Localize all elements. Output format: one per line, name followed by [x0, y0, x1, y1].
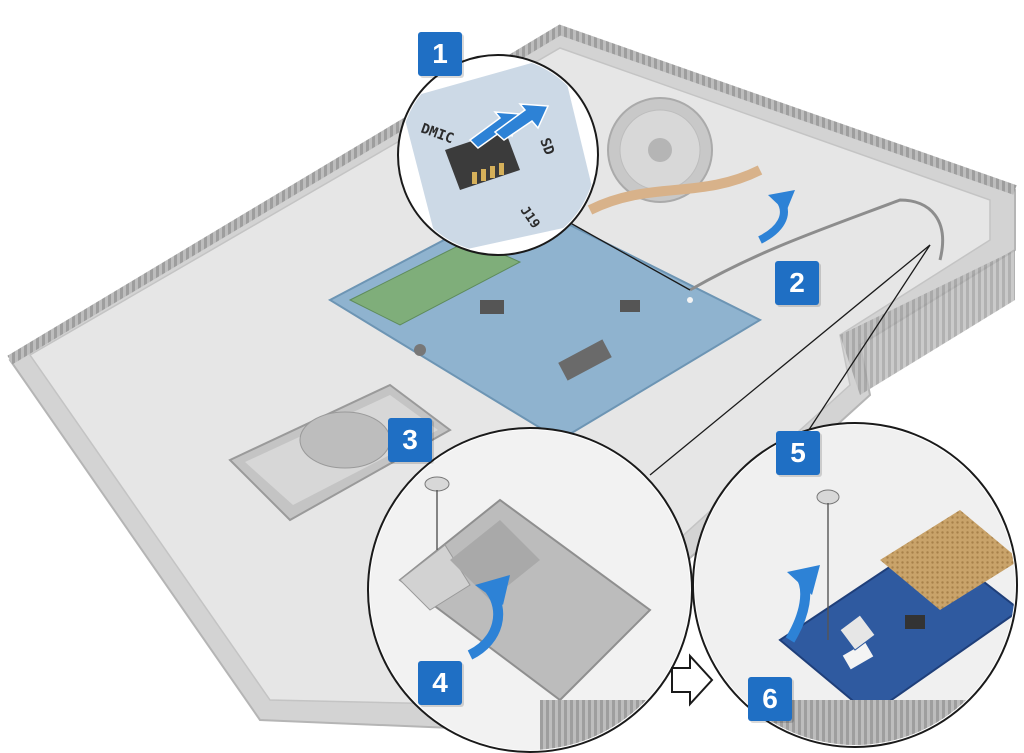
step-badge-4: 4	[418, 661, 462, 705]
callout-io-board-detail	[690, 420, 1024, 753]
step-badge-3: 3	[388, 418, 432, 462]
hollow-right-arrow-icon	[672, 656, 712, 704]
step-badge-6: 6	[748, 677, 792, 721]
step-badge-2: 2	[775, 261, 819, 305]
step-badge-1: 1	[418, 32, 462, 76]
step-badge-5: 5	[776, 431, 820, 475]
